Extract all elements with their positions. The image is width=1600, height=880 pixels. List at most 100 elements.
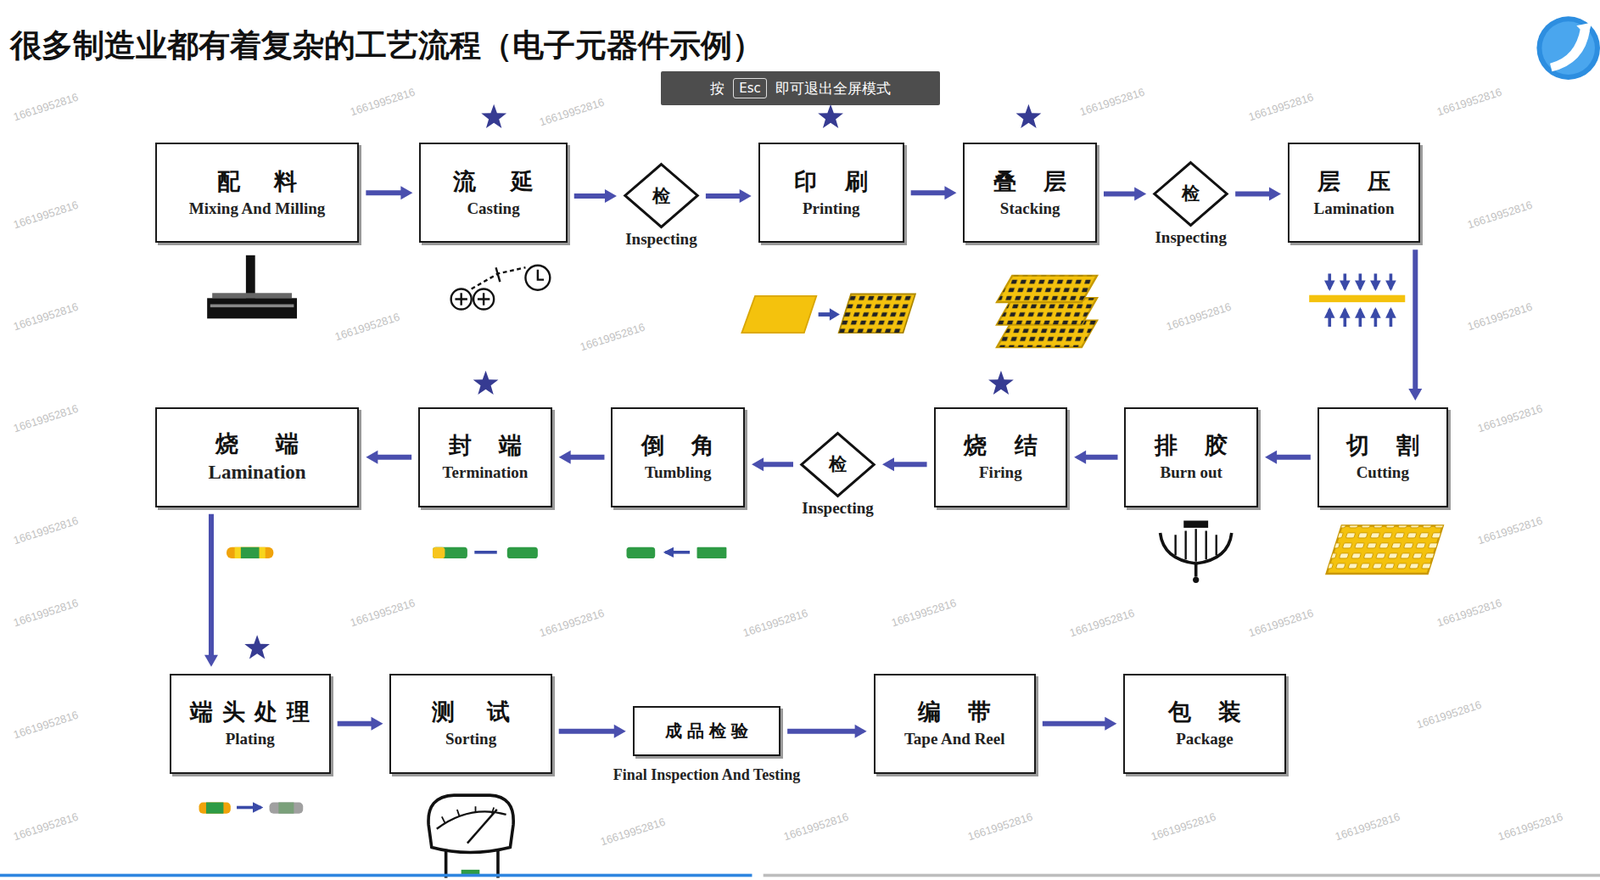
watermark: 16619952816 — [1078, 85, 1147, 119]
stacked-layers-part — [996, 275, 1097, 303]
chip-plating-part — [199, 801, 231, 813]
watermark: 16619952816 — [11, 810, 80, 844]
step-subtitle: Sorting — [445, 729, 497, 749]
watermark: 16619952816 — [1246, 605, 1315, 639]
process-box: 烧结Firing — [934, 407, 1069, 508]
watermark: 16619952816 — [1496, 810, 1565, 844]
step-name: 烧结 — [963, 431, 1065, 459]
casting-rollers-part — [471, 267, 526, 289]
decision-diamond: 检Inspecting — [800, 431, 876, 498]
lamination-press-part — [1327, 309, 1332, 327]
chip-plating-part — [278, 801, 294, 813]
printing-sheets — [741, 293, 915, 333]
arrow-head — [1074, 450, 1086, 465]
watermark: 16619952816 — [1415, 698, 1483, 732]
step-subtitle: Termination — [442, 463, 529, 482]
test-meter — [428, 794, 514, 878]
step-stars-part — [481, 104, 507, 129]
decision-diamond: 检Inspecting — [1152, 161, 1229, 227]
lamination-press — [1309, 273, 1405, 327]
cut-sheet-part — [1326, 525, 1444, 575]
decision-diamond: 检Inspecting — [623, 162, 700, 229]
progress-bar-part — [0, 873, 752, 878]
burnout-furnace — [1160, 520, 1232, 583]
watermark: 16619952816 — [11, 708, 80, 742]
process-box: 叠层Stacking — [962, 142, 1097, 243]
flow-arrow — [1042, 716, 1117, 731]
hint-text: 按 — [710, 78, 725, 99]
burnout-furnace-part — [1192, 576, 1199, 583]
step-subtitle: Tumbling — [644, 463, 712, 482]
step-subtitle: Lamination — [208, 461, 307, 484]
watermark: 16619952816 — [1476, 514, 1545, 548]
step-subtitle: Cutting — [1356, 463, 1410, 482]
watermark: 16619952816 — [11, 90, 80, 124]
chip-fired-end-part — [226, 547, 274, 559]
arrow-head — [1264, 450, 1277, 465]
inspection-box: 成品检验Final Inspection And Testing — [632, 705, 781, 756]
arrow-head — [739, 189, 752, 203]
lamination-press-part — [1359, 273, 1363, 289]
flow-arrow — [911, 185, 957, 200]
arrow-shaft — [337, 721, 374, 727]
process-box: 印刷Printing — [758, 142, 905, 243]
app-logo-part — [1549, 27, 1590, 73]
chip-termination-part — [432, 547, 445, 559]
step-subtitle: Stacking — [1000, 199, 1061, 219]
process-box: 烧端 Lamination — [155, 407, 360, 508]
diamond-shape — [1154, 162, 1227, 226]
chip-plating-part — [236, 805, 262, 810]
arrow-head — [365, 450, 378, 465]
watermark: 16619952816 — [1164, 299, 1233, 333]
casting-rollers-part — [496, 267, 501, 282]
watermark: 16619952816 — [889, 595, 957, 629]
arrow-head — [855, 724, 868, 739]
watermark: 16619952816 — [1435, 595, 1504, 629]
stacked-layers-part — [996, 275, 1097, 303]
printing-sheets-part — [829, 307, 840, 320]
watermark: 16619952816 — [1465, 299, 1534, 333]
arrow-shaft — [911, 190, 947, 196]
step-subtitle: Burn out — [1160, 463, 1223, 482]
step-subtitle: Inspecting — [801, 498, 873, 518]
step-subtitle: Final Inspection And Testing — [613, 766, 801, 784]
chip-fired-end — [226, 547, 274, 559]
step-name: 流延 — [453, 167, 568, 195]
watermark: 16619952816 — [598, 815, 667, 849]
lamination-press-part — [1389, 273, 1394, 289]
flow-arrow — [365, 450, 412, 465]
chip-plating — [199, 801, 304, 813]
process-box: 测试Sorting — [389, 673, 552, 774]
watermark: 16619952816 — [782, 810, 851, 844]
step-name: 切割 — [1346, 431, 1448, 459]
printing-sheets-part — [839, 293, 916, 333]
watermark: 16619952816 — [537, 605, 605, 639]
arrow-shaft — [375, 454, 412, 460]
arrow-head — [370, 716, 383, 731]
process-box: 配料Mixing And Milling — [155, 142, 360, 243]
process-box: 切割 Cutting — [1317, 407, 1449, 508]
chip-plating-part — [206, 801, 224, 813]
arrow-shaft — [1275, 454, 1311, 460]
arrow-shaft — [892, 461, 928, 467]
watermark: 16619952816 — [578, 320, 647, 354]
progress-bar-part — [763, 873, 1600, 878]
chip-termination-part — [507, 547, 538, 559]
chip-tumbling-part — [697, 547, 728, 559]
key-cap: Esc — [732, 78, 767, 99]
step-name: 编带 — [917, 698, 1019, 725]
lamination-press-part — [1309, 295, 1405, 303]
lamination-press-part — [1342, 273, 1347, 289]
flow-arrow — [1235, 187, 1282, 202]
watermark: 16619952816 — [11, 514, 80, 548]
watermark: 16619952816 — [1246, 90, 1315, 124]
process-box: 倒角Tumbling — [610, 407, 745, 508]
watermark: 16619952816 — [11, 197, 80, 231]
flow-arrow — [1408, 249, 1422, 401]
step-stars-part — [244, 634, 270, 659]
printing-sheets-part — [818, 312, 831, 317]
step-name: 烧端 — [215, 430, 335, 457]
hint-text: 即可退出全屏模式 — [775, 78, 891, 99]
flow-arrow — [365, 185, 413, 200]
